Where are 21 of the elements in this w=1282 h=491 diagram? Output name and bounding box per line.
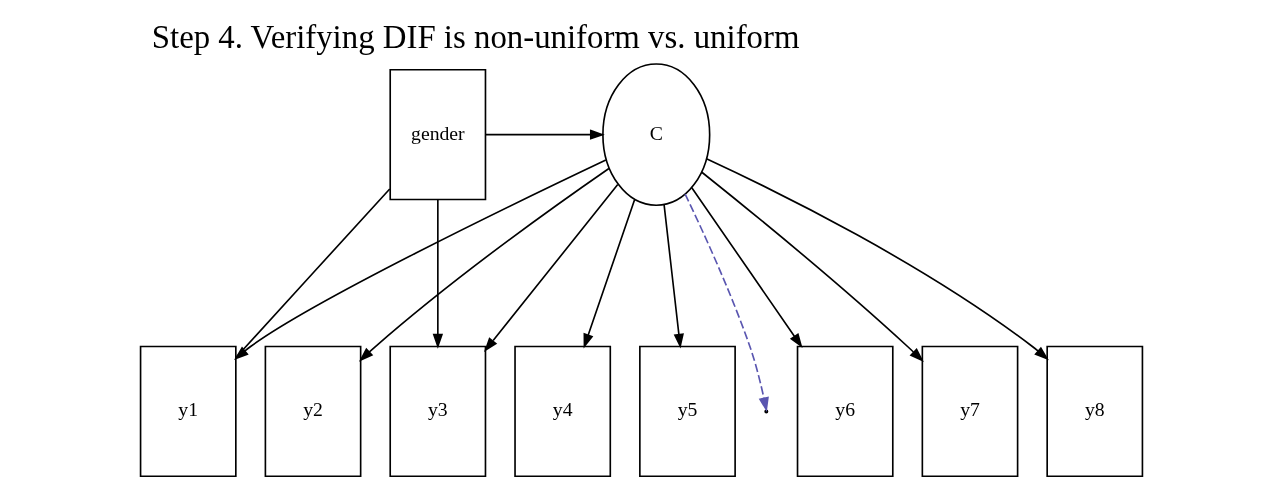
node-box: y2	[264, 345, 361, 478]
arrow	[483, 183, 619, 352]
arrow	[662, 203, 684, 349]
arrow	[432, 198, 443, 349]
diagram-title: Step 4. Verifying DIF is non-uniform vs. uniform	[151, 18, 799, 55]
arrow	[484, 129, 605, 140]
arrow	[705, 157, 1049, 361]
node-box: y4	[513, 345, 611, 478]
arrow	[690, 186, 803, 349]
node-box: gender	[388, 68, 486, 201]
arrow	[700, 171, 924, 362]
node-ellipse: C	[601, 63, 710, 207]
arrow	[233, 159, 607, 361]
node-box: y5	[638, 345, 736, 478]
arrow	[358, 167, 610, 362]
arrow	[583, 198, 635, 349]
node-box: y6	[796, 345, 894, 478]
node-box: y7	[921, 345, 1018, 478]
node-box: y1	[139, 345, 237, 478]
node-box: y8	[1045, 345, 1143, 478]
node-box: y3	[388, 345, 486, 478]
